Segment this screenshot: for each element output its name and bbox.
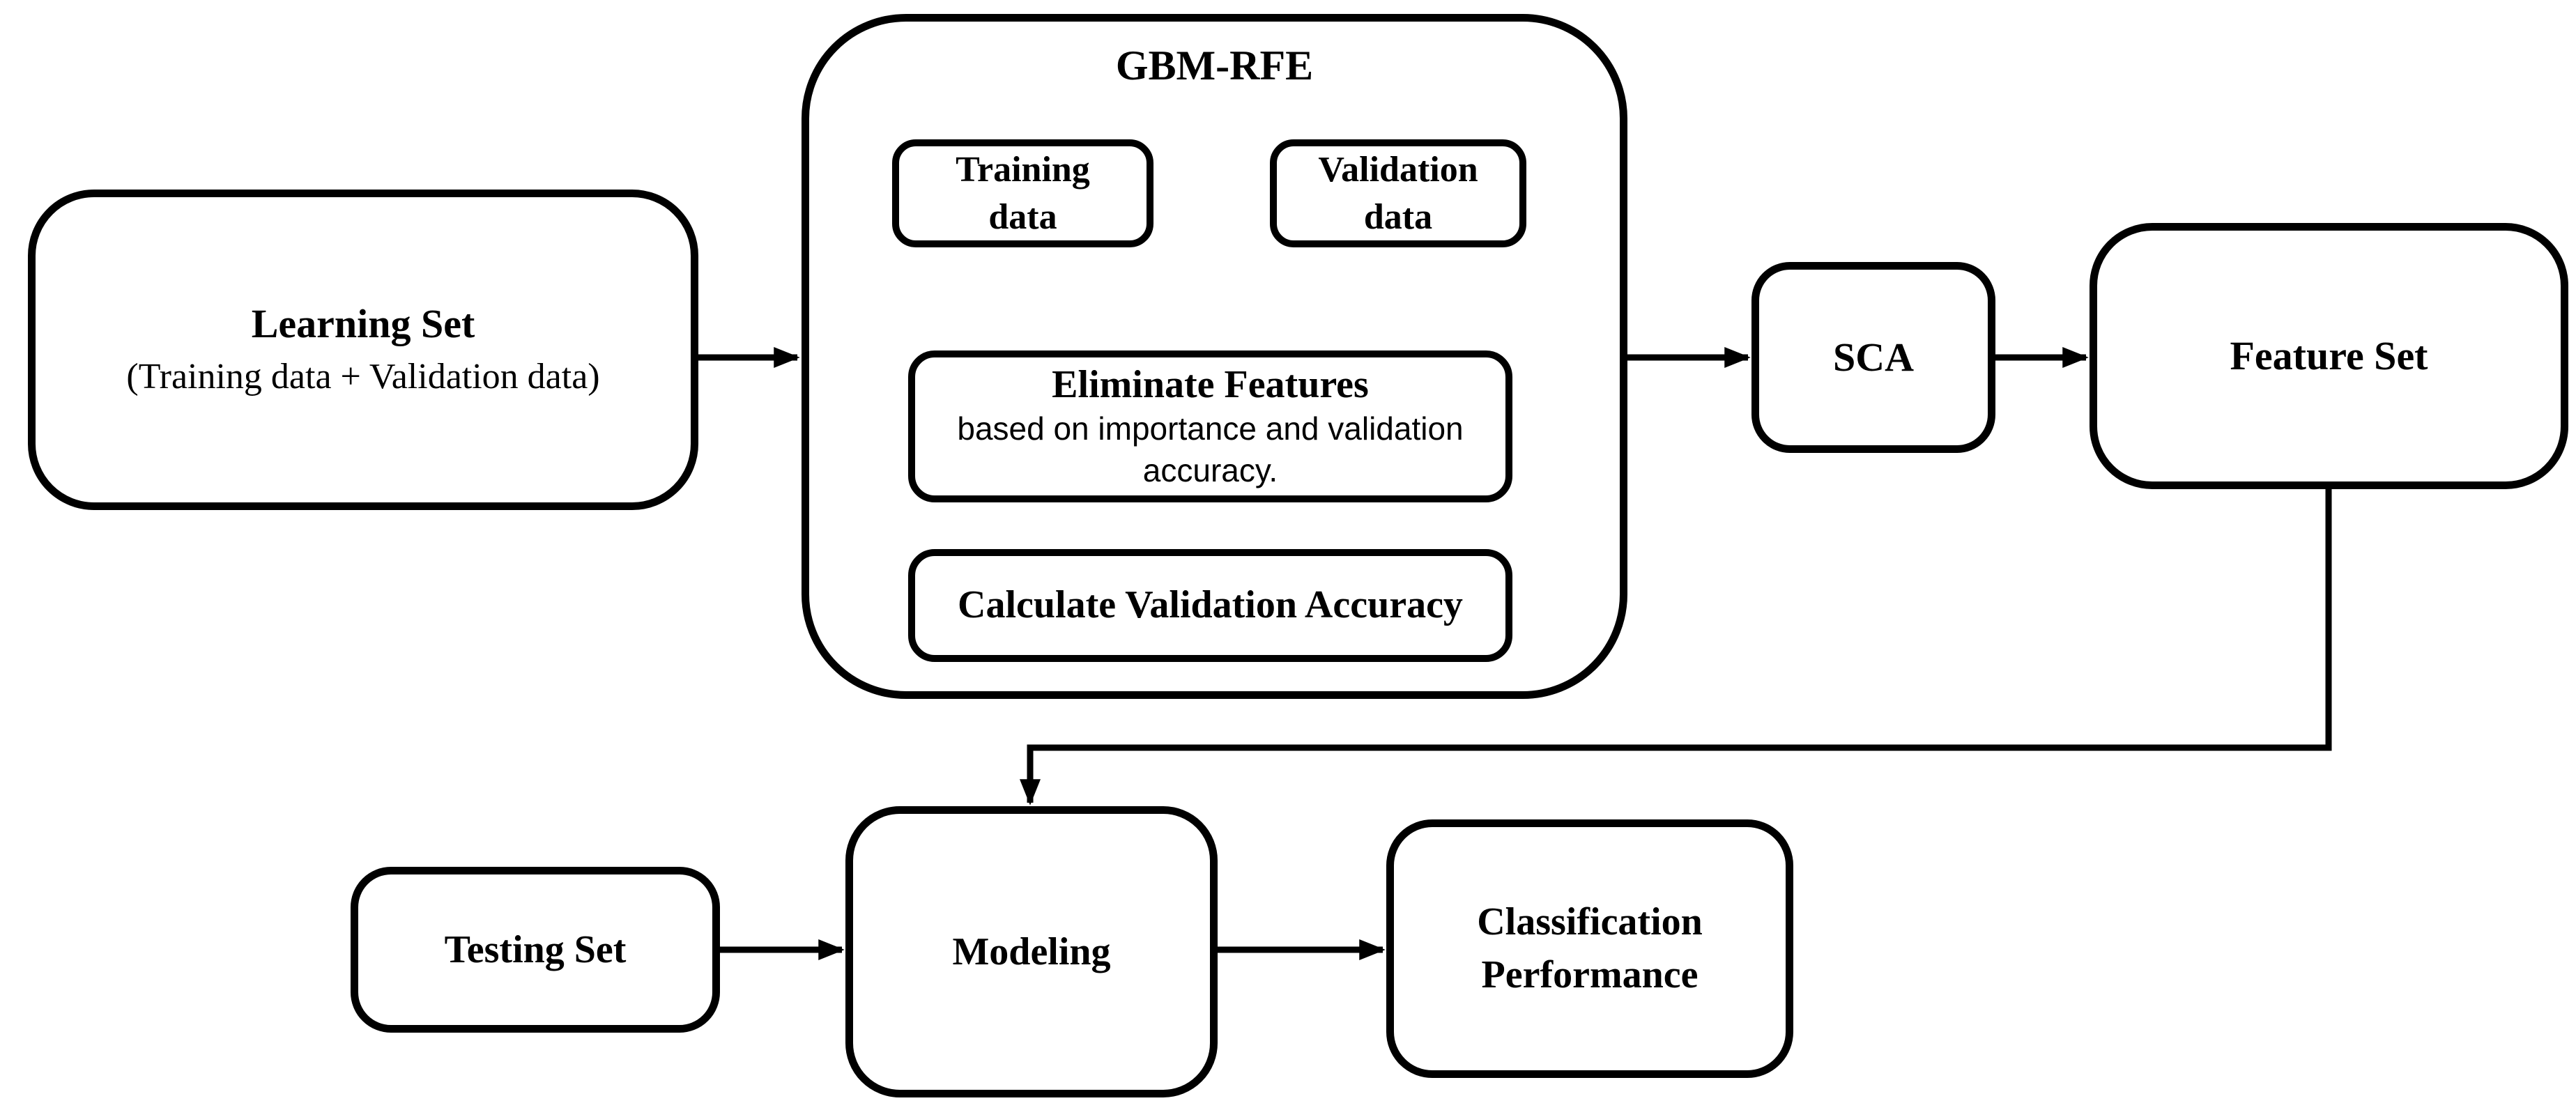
- feature-set-label: Feature Set: [2230, 332, 2428, 378]
- eliminate-features-subtitle: based on importance and validation accur…: [957, 410, 1464, 488]
- sca-label: SCA: [1832, 334, 1915, 380]
- node-eliminate-features: Eliminate Features based on importance a…: [908, 350, 1512, 502]
- modeling-label: Modeling: [952, 930, 1111, 973]
- node-calculate-validation-accuracy: Calculate Validation Accuracy: [908, 549, 1512, 662]
- classification-performance-label: Classification Performance: [1477, 900, 1703, 996]
- edge-feature-set-to-modeling: [1020, 489, 2332, 805]
- node-testing-set: Testing Set: [351, 867, 720, 1033]
- learning-set-title: Learning Set: [251, 300, 475, 346]
- node-sca: SCA: [1751, 262, 1995, 453]
- node-training-data: Training data: [892, 139, 1153, 247]
- learning-set-subtitle: (Training data + Validation data): [126, 357, 600, 397]
- node-validation-data: Validation data: [1270, 139, 1526, 247]
- node-classification-performance: Classification Performance: [1386, 819, 1793, 1078]
- eliminate-features-title: Eliminate Features: [1052, 362, 1369, 406]
- training-data-label: Training data: [956, 149, 1090, 237]
- calculate-validation-accuracy-label: Calculate Validation Accuracy: [958, 583, 1463, 627]
- validation-data-label: Validation data: [1318, 149, 1478, 237]
- node-modeling: Modeling: [845, 806, 1218, 1097]
- node-feature-set: Feature Set: [2090, 223, 2568, 489]
- gbm-rfe-title: GBM-RFE: [1115, 43, 1314, 88]
- testing-set-label: Testing Set: [444, 928, 627, 971]
- node-learning-set: Learning Set (Training data + Validation…: [28, 190, 698, 510]
